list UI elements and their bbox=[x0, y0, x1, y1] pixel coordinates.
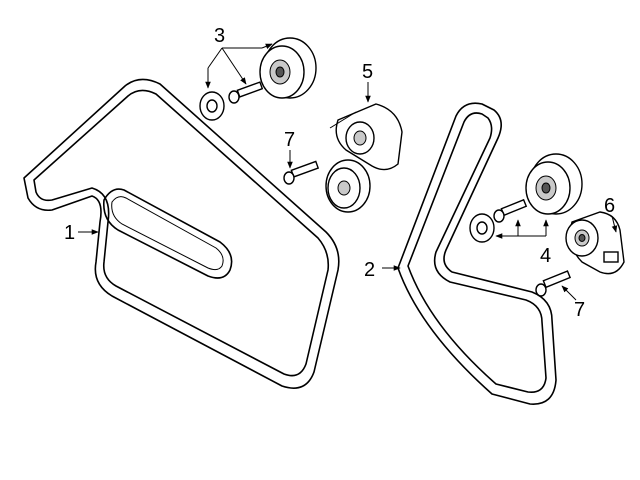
idler-pulley-right[interactable] bbox=[525, 153, 583, 215]
belt-tensioner[interactable] bbox=[325, 103, 403, 213]
tensioner-bolt-upper[interactable] bbox=[283, 160, 320, 185]
drive-belt-1[interactable] bbox=[23, 78, 340, 389]
callout-labels: 1 2 3 4 5 6 7 7 bbox=[64, 25, 615, 321]
callout-4: 4 bbox=[540, 245, 551, 267]
pulley-bolt[interactable] bbox=[228, 81, 264, 104]
pulley-bolt-right[interactable] bbox=[493, 198, 528, 223]
callout-6: 6 bbox=[604, 195, 615, 217]
callout-7-lower: 7 bbox=[574, 299, 585, 321]
callout-5: 5 bbox=[362, 61, 373, 83]
pulley-washer[interactable] bbox=[199, 91, 225, 121]
callout-3: 3 bbox=[214, 25, 225, 47]
pulley-washer-right[interactable] bbox=[469, 213, 495, 243]
callout-1: 1 bbox=[64, 222, 75, 244]
idler-pulley[interactable] bbox=[259, 37, 317, 99]
tensioner-bolt-lower[interactable] bbox=[535, 270, 572, 297]
drive-belt-2[interactable] bbox=[397, 102, 557, 405]
belt-tensioner-right[interactable] bbox=[565, 211, 625, 275]
callout-7-upper: 7 bbox=[284, 129, 295, 151]
leader-lines bbox=[78, 43, 618, 301]
callout-2: 2 bbox=[364, 259, 375, 281]
